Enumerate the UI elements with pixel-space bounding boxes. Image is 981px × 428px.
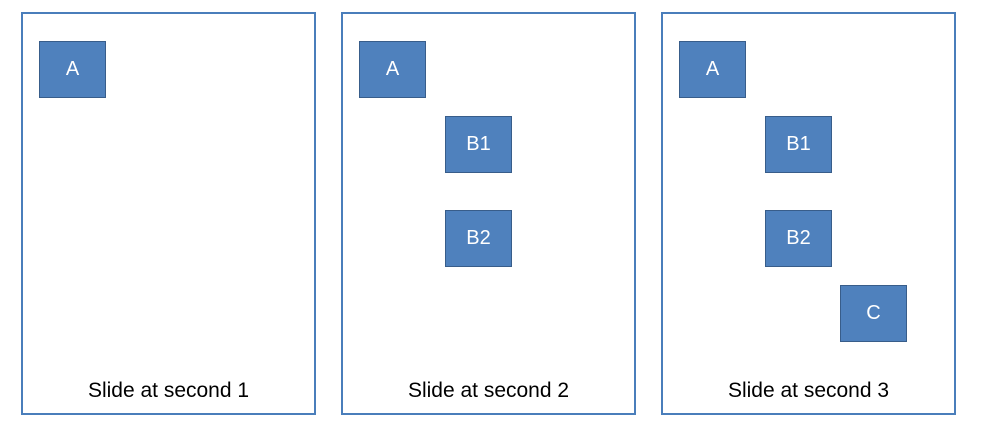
slide-caption: Slide at second 1 (87, 379, 250, 402)
box-a: A (359, 41, 426, 98)
slide-panel-3: A B1 B2 C Slide at second 3 (661, 12, 956, 415)
slide-caption: Slide at second 2 (407, 379, 570, 402)
slide-panel-1: A Slide at second 1 (21, 12, 316, 415)
box-b1: B1 (765, 116, 832, 173)
box-c: C (840, 285, 907, 342)
slide-caption: Slide at second 3 (727, 379, 890, 402)
box-b1: B1 (445, 116, 512, 173)
box-a: A (679, 41, 746, 98)
box-a: A (39, 41, 106, 98)
box-b2: B2 (765, 210, 832, 267)
box-b2: B2 (445, 210, 512, 267)
slide-panel-2: A B1 B2 Slide at second 2 (341, 12, 636, 415)
